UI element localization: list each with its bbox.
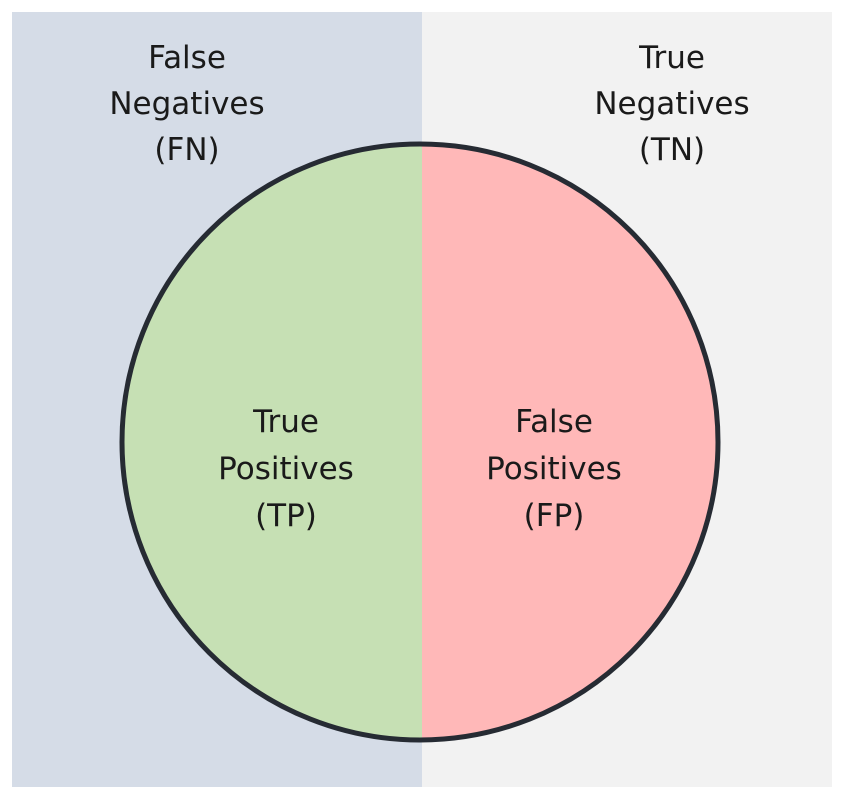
true-positives-line-2: Positives bbox=[218, 451, 354, 487]
true-positives-label: True Positives (TP) bbox=[218, 404, 354, 534]
false-positives-label: False Positives (FP) bbox=[486, 404, 622, 534]
false-negatives-label: False Negatives (FN) bbox=[109, 40, 264, 168]
true-negatives-line-2: Negatives bbox=[594, 86, 749, 122]
true-positives-line-3: (TP) bbox=[255, 498, 317, 534]
false-positives-line-1: False bbox=[515, 404, 593, 440]
false-positives-line-2: Positives bbox=[486, 451, 622, 487]
true-negatives-label: True Negatives (TN) bbox=[594, 40, 749, 168]
true-negatives-line-1: True bbox=[638, 40, 705, 76]
true-positives-line-1: True bbox=[252, 404, 319, 440]
false-negatives-line-3: (FN) bbox=[154, 132, 219, 168]
false-positives-line-3: (FP) bbox=[524, 498, 585, 534]
false-negatives-line-1: False bbox=[148, 40, 226, 76]
false-negatives-line-2: Negatives bbox=[109, 86, 264, 122]
selected-elements-circle bbox=[119, 141, 721, 743]
true-negatives-line-3: (TN) bbox=[639, 132, 705, 168]
